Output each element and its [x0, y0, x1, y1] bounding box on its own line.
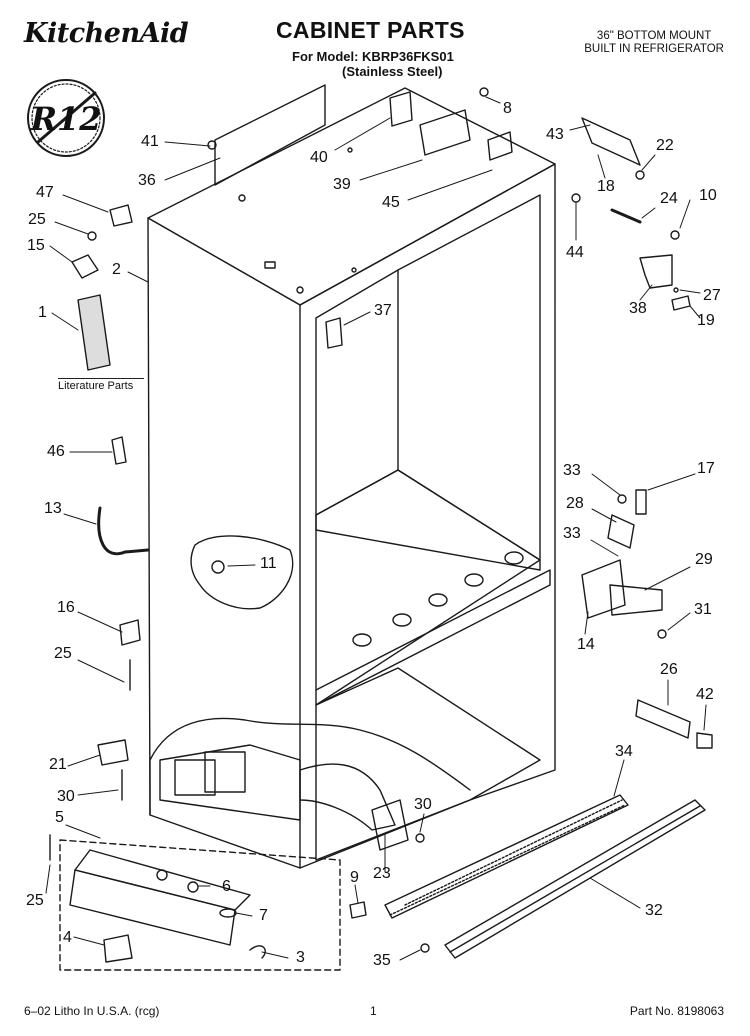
callout-27: 27: [703, 287, 721, 304]
callout-40: 40: [310, 149, 328, 166]
callout-19: 19: [697, 312, 715, 329]
callout-42: 42: [696, 686, 714, 703]
callout-43: 43: [546, 126, 564, 143]
description-line-2: BUILT IN REFRIGERATOR: [584, 43, 724, 55]
callout-21: 21: [49, 756, 67, 773]
callout-10: 10: [699, 187, 717, 204]
model-number: For Model: KBRP36FKS01: [292, 49, 454, 64]
model-info: For Model: KBRP36FKS01 (Stainless Steel): [292, 49, 454, 79]
model-finish: (Stainless Steel): [342, 64, 443, 79]
callout-45: 45: [382, 194, 400, 211]
callout-34: 34: [615, 743, 633, 760]
r12-badge-icon: R12: [27, 79, 105, 157]
callout-9: 9: [350, 869, 359, 886]
part-glyphs: [49, 87, 713, 971]
callout-17: 17: [697, 460, 715, 477]
callout-7: 7: [259, 907, 268, 924]
callout-32: 32: [645, 902, 663, 919]
callout-15: 15: [27, 237, 45, 254]
callout-33b: 33: [563, 525, 581, 542]
callout-35: 35: [373, 952, 391, 969]
product-description: 36" BOTTOM MOUNT BUILT IN REFRIGERATOR: [584, 30, 724, 56]
page-title: CABINET PARTS: [276, 17, 465, 43]
callout-47: 47: [36, 184, 54, 201]
callout-5: 5: [55, 809, 64, 826]
callout-25a: 25: [28, 211, 46, 228]
callout-2: 2: [112, 261, 121, 278]
callout-36: 36: [138, 172, 156, 189]
callout-33a: 33: [563, 462, 581, 479]
callout-16: 16: [57, 599, 75, 616]
footer-print-info: 6–02 Litho In U.S.A. (rcg): [24, 1004, 160, 1018]
callout-26: 26: [660, 661, 678, 678]
cabinet-body: [147, 84, 556, 869]
footer-page-number: 1: [370, 1004, 377, 1018]
callout-44: 44: [566, 244, 584, 261]
callout-1: 1: [38, 304, 47, 321]
callout-30a: 30: [57, 788, 75, 805]
callout-11: 11: [260, 555, 277, 572]
leader-lines: [45, 96, 707, 961]
callout-25c: 25: [26, 892, 44, 909]
callout-3: 3: [296, 949, 305, 966]
callout-37: 37: [374, 302, 392, 319]
kitchenaid-logo: KitchenAid: [24, 18, 189, 49]
callout-28: 28: [566, 495, 584, 512]
description-line-1: 36" BOTTOM MOUNT: [596, 30, 712, 42]
callout-22: 22: [656, 137, 674, 154]
callout-38: 38: [629, 300, 647, 317]
callout-46: 46: [47, 443, 65, 460]
callout-6: 6: [222, 878, 231, 895]
callout-4: 4: [63, 929, 72, 946]
callout-30b: 30: [414, 796, 432, 813]
callout-14: 14: [577, 636, 595, 653]
literature-parts-label: Literature Parts: [58, 378, 144, 392]
callout-39: 39: [333, 176, 351, 193]
callout-31: 31: [694, 601, 712, 618]
callout-29: 29: [695, 551, 713, 568]
callout-23: 23: [373, 865, 391, 882]
callout-24: 24: [660, 190, 678, 207]
callout-18: 18: [597, 178, 615, 195]
callout-25b: 25: [54, 645, 72, 662]
callout-41: 41: [141, 133, 159, 150]
callout-13: 13: [44, 500, 62, 517]
callout-8: 8: [503, 100, 512, 117]
footer-part-number: Part No. 8198063: [629, 1004, 724, 1018]
r12-badge-text: R12: [29, 100, 101, 138]
